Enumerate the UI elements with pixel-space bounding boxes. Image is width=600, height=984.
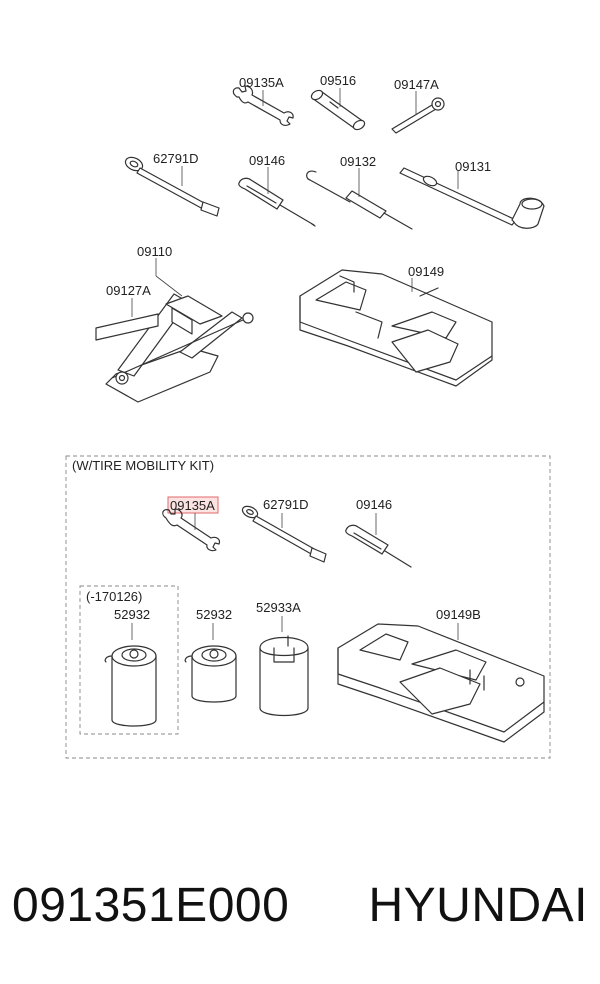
part-number: 091351E000 — [12, 879, 290, 932]
extension-62791D-part[interactable] — [123, 155, 220, 217]
sealant-bottle-52932a-part[interactable] — [104, 645, 157, 727]
brand-name: HYUNDAI — [368, 879, 588, 932]
screwdriver-09146-part[interactable] — [238, 177, 316, 227]
socket-09516-part[interactable] — [310, 89, 366, 132]
kit-label-52932a: 52932 — [114, 607, 150, 622]
bar-09147A-part[interactable] — [391, 97, 445, 134]
wrench-09135A-part[interactable] — [232, 85, 294, 126]
compressor-52933A-part[interactable] — [259, 635, 309, 717]
kit-label-09146: 09146 — [356, 497, 392, 512]
label-09110: 09110 — [137, 244, 172, 259]
footer: 091351E000 HYUNDAI — [0, 878, 600, 948]
kit-label-52932b: 52932 — [196, 607, 232, 622]
label-09132: 09132 — [340, 154, 376, 169]
pad-09127A-part[interactable] — [95, 313, 159, 341]
sub-frame-title: (-170126) — [86, 589, 142, 604]
sub-frame-170126 — [79, 585, 179, 735]
tray-09149B-part[interactable] — [337, 623, 545, 743]
kit-label-09135A: 09135A — [170, 498, 215, 513]
label-09516: 09516 — [320, 73, 356, 88]
kit-screwdriver-09146-part[interactable] — [345, 524, 412, 568]
kit-wrench-09135A-part[interactable] — [162, 508, 221, 552]
kit-label-52933A: 52933A — [256, 600, 301, 615]
label-09147A: 09147A — [394, 77, 439, 92]
label-09146: 09146 — [249, 153, 285, 168]
lug-wrench-09131-part[interactable] — [399, 167, 545, 229]
jack-09110-part[interactable] — [105, 293, 254, 403]
label-62791D: 62791D — [153, 151, 199, 166]
label-09135A: 09135A — [239, 75, 284, 90]
kit-label-09149B: 09149B — [436, 607, 481, 622]
label-09149: 09149 — [408, 264, 444, 279]
label-09131: 09131 — [455, 159, 491, 174]
mobility-kit-title: (W/TIRE MOBILITY KIT) — [72, 458, 214, 473]
tray-09149-part[interactable] — [299, 269, 493, 387]
sealant-bottle-52932b-part[interactable] — [184, 645, 237, 703]
kit-label-62791D: 62791D — [263, 497, 309, 512]
leader-09110-b — [155, 275, 183, 297]
kit-extension-62791D-part[interactable] — [241, 504, 327, 563]
highlight-09135A — [167, 496, 219, 514]
label-09127A: 09127A — [106, 283, 151, 298]
hook-handle-09132-part[interactable] — [306, 170, 413, 230]
mobility-kit-frame — [65, 455, 551, 759]
